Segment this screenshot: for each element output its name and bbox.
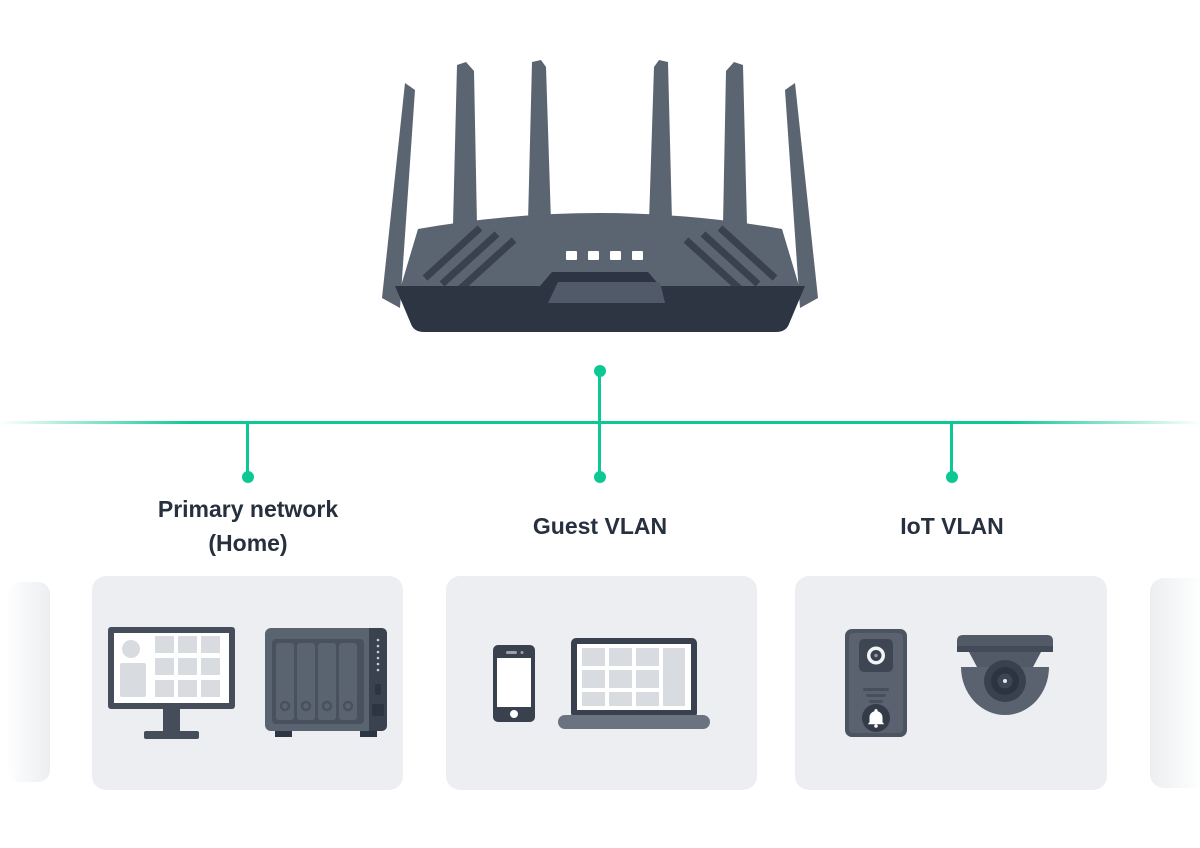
router-led-lights <box>566 251 643 260</box>
smartphone-icon <box>493 644 535 722</box>
group-label-line: IoT VLAN <box>900 513 1004 539</box>
connector-node-router <box>594 365 606 377</box>
laptop-icon <box>558 637 710 729</box>
connector-primary-stem <box>246 423 249 477</box>
connector-node-guest <box>594 471 606 483</box>
connector-router-stem <box>598 371 601 477</box>
device-card-guest <box>446 576 757 790</box>
dome-camera-icon <box>957 635 1053 715</box>
video-doorbell-icon <box>845 629 907 737</box>
group-label-guest: Guest VLAN <box>440 490 760 562</box>
partial-card-left <box>8 582 50 782</box>
group-label-line: (Home) <box>208 530 288 556</box>
group-label-line: Primary network <box>157 496 339 522</box>
router-illustration <box>380 48 820 338</box>
connector-node-iot <box>946 471 958 483</box>
group-label-iot: IoT VLAN <box>792 490 1112 562</box>
nas-storage-icon <box>265 628 387 737</box>
wifi-router-icon <box>382 60 818 332</box>
group-label-primary: Primary network (Home) <box>88 490 408 562</box>
connector-iot-stem <box>950 423 953 477</box>
bell-icon <box>867 709 885 728</box>
device-card-iot <box>795 576 1107 790</box>
desktop-monitor-icon <box>108 627 235 739</box>
device-card-primary <box>92 576 403 790</box>
partial-card-right <box>1150 578 1200 788</box>
group-label-line: Guest VLAN <box>532 513 668 539</box>
connector-node-primary <box>242 471 254 483</box>
